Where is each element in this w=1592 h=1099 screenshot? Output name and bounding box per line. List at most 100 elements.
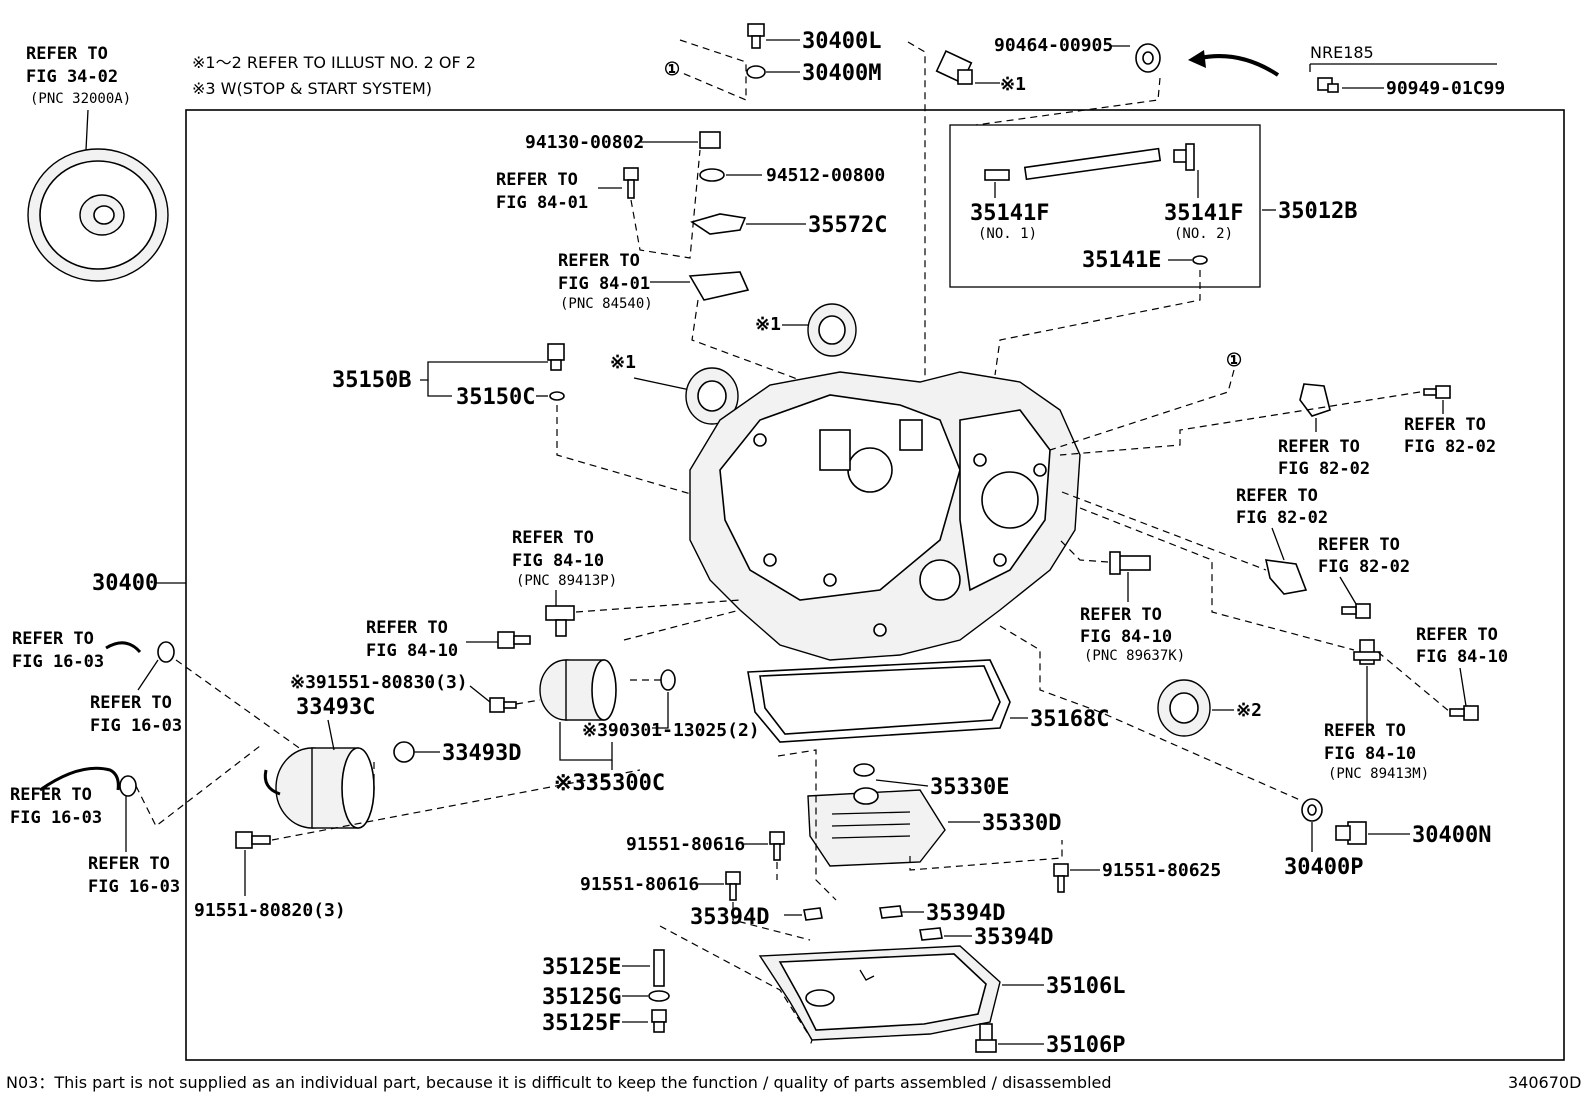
ref-16-03c-l1[interactable]: REFER TO	[10, 785, 92, 805]
ref-82-02d-l2[interactable]: FIG 82-02	[1318, 557, 1410, 577]
part-35141F-no1-sub: (NO. 1)	[978, 226, 1037, 242]
ref-82-02c-l1[interactable]: REFER TO	[1236, 486, 1318, 506]
clip-35394Db-icon	[879, 905, 903, 919]
part-35141F-no2[interactable]: 35141F	[1164, 201, 1243, 226]
circle-ref-1b: ①	[1226, 350, 1242, 371]
ref-84-10e-l1[interactable]: REFER TO	[1324, 721, 1406, 741]
ref-84-01b-l1[interactable]: REFER TO	[558, 251, 640, 271]
ref-16-03c-l2[interactable]: FIG 16-03	[10, 808, 102, 828]
part-90301-13025[interactable]: ※390301-13025(2)	[582, 720, 760, 741]
ref-pnc: (PNC 32000A)	[30, 91, 131, 107]
part-30400M[interactable]: 30400M	[802, 61, 881, 86]
bolt-91551-80830-icon	[489, 697, 517, 713]
part-35125E[interactable]: 35125E	[542, 955, 621, 980]
bolt-84-10d-icon	[1449, 705, 1479, 721]
part-30400L[interactable]: 30400L	[802, 29, 881, 54]
bolt-82-02d-icon	[1341, 603, 1371, 619]
part-30400[interactable]: 30400	[92, 571, 158, 596]
ref-84-01a-l1[interactable]: REFER TO	[496, 170, 578, 190]
part-91551-80616b[interactable]: 91551-80616	[580, 874, 699, 895]
sensor-89413M-icon	[1353, 639, 1381, 665]
part-35330D[interactable]: 35330D	[982, 811, 1061, 836]
ref-82-02a-l2[interactable]: FIG 82-02	[1278, 459, 1370, 479]
part-30400N[interactable]: 30400N	[1412, 823, 1491, 848]
ref-84-10a-pnc: (PNC 89413P)	[516, 573, 617, 589]
bolt-91551-80616b-icon	[725, 871, 741, 901]
strainer-35330D-icon	[807, 787, 946, 867]
ref-82-02a-l1[interactable]: REFER TO	[1278, 437, 1360, 457]
part-35394D-b[interactable]: 35394D	[926, 901, 1005, 926]
ref-16-03d-l2[interactable]: FIG 16-03	[88, 877, 180, 897]
ref-label: REFER TO	[26, 44, 108, 64]
part-90464-00905[interactable]: 90464-00905	[994, 35, 1113, 56]
ref-84-10b-l2[interactable]: FIG 84-10	[366, 641, 458, 661]
part-35300C[interactable]: ※335300C	[554, 771, 665, 796]
part-35150C[interactable]: 35150C	[456, 385, 535, 410]
ref-84-10d-l1[interactable]: REFER TO	[1416, 625, 1498, 645]
ref-82-02c-l2[interactable]: FIG 82-02	[1236, 508, 1328, 528]
part-94512-00800[interactable]: 94512-00800	[766, 165, 885, 186]
part-35141E[interactable]: 35141E	[1082, 248, 1161, 273]
hose-clamp-1-icon	[157, 641, 175, 663]
hose-2-icon	[39, 766, 120, 792]
ref-84-10c-l2[interactable]: FIG 84-10	[1080, 627, 1172, 647]
ref-84-10e-l2[interactable]: FIG 84-10	[1324, 744, 1416, 764]
part-33493D[interactable]: 33493D	[442, 741, 521, 766]
torque-converter-ref[interactable]: REFER TO FIG 34-02 (PNC 32000A)	[26, 44, 131, 107]
bracket-82-02a-icon	[1299, 383, 1331, 417]
part-91551-80616a[interactable]: 91551-80616	[626, 834, 745, 855]
ref-label: FIG 34-02	[26, 67, 118, 87]
ref-16-03b-l2[interactable]: FIG 16-03	[90, 716, 182, 736]
bolt-91551-80820-icon	[235, 831, 271, 849]
part-35106L[interactable]: 35106L	[1046, 974, 1125, 999]
torque-converter-icon	[27, 148, 169, 282]
part-35125F[interactable]: 35125F	[542, 1011, 621, 1036]
oil-pan-35106L-icon	[758, 945, 1001, 1041]
part-35150B[interactable]: 35150B	[332, 368, 411, 393]
ref-82-02b-l1[interactable]: REFER TO	[1404, 415, 1486, 435]
oil-seal-1-icon	[807, 303, 857, 357]
ref-84-10b-l1[interactable]: REFER TO	[366, 618, 448, 638]
part-35012B[interactable]: 35012B	[1278, 199, 1357, 224]
ref-84-10a-l1[interactable]: REFER TO	[512, 528, 594, 548]
footer-note: N03：This part is not supplied as an indi…	[6, 1073, 1112, 1092]
ref-16-03a-l2[interactable]: FIG 16-03	[12, 652, 104, 672]
ref-84-10c-l1[interactable]: REFER TO	[1080, 605, 1162, 625]
ref-84-01a-l2[interactable]: FIG 84-01	[496, 193, 588, 213]
part-35106P[interactable]: 35106P	[1046, 1033, 1125, 1058]
ref-84-01b-l2[interactable]: FIG 84-01	[558, 274, 650, 294]
part-35394D-c[interactable]: 35394D	[974, 925, 1053, 950]
pin-35125E-icon	[653, 949, 665, 987]
part-35572C[interactable]: 35572C	[808, 213, 887, 238]
part-33493C[interactable]: 33493C	[296, 695, 375, 720]
model-label: NRE185	[1310, 43, 1374, 62]
part-35394D-a[interactable]: 35394D	[690, 905, 769, 930]
mark-1-top: ※1	[1000, 74, 1026, 95]
ref-16-03d-l1[interactable]: REFER TO	[88, 854, 170, 874]
mark-1-seal-b: ※1	[610, 352, 636, 373]
ref-84-10d-l2[interactable]: FIG 84-10	[1416, 647, 1508, 667]
bracket-35572C-icon	[690, 213, 747, 235]
part-35330E[interactable]: 35330E	[930, 775, 1009, 800]
ref-82-02d-l1[interactable]: REFER TO	[1318, 535, 1400, 555]
part-91551-80830[interactable]: ※391551-80830(3)	[290, 672, 468, 693]
part-94130-00802[interactable]: 94130-00802	[525, 132, 644, 153]
shift-shaft-icon	[984, 143, 1195, 181]
ref-16-03a-l1[interactable]: REFER TO	[12, 629, 94, 649]
oil-seal-3-icon	[1157, 679, 1211, 737]
ref-16-03b-l1[interactable]: REFER TO	[90, 693, 172, 713]
assembly-frame	[185, 109, 1565, 1061]
ref-82-02b-l2[interactable]: FIG 82-02	[1404, 437, 1496, 457]
part-91551-80820[interactable]: 91551-80820(3)	[194, 900, 346, 921]
ref-84-10a-l2[interactable]: FIG 84-10	[512, 551, 604, 571]
part-35125G[interactable]: 35125G	[542, 985, 621, 1010]
part-30400P[interactable]: 30400P	[1284, 855, 1363, 880]
bolt-84-10b-icon	[497, 631, 531, 649]
part-35141F-no1[interactable]: 35141F	[970, 201, 1049, 226]
part-91551-80625[interactable]: 91551-80625	[1102, 860, 1221, 881]
bolt-30400L-icon	[747, 23, 765, 49]
ref-84-01b-pnc: (PNC 84540)	[560, 296, 653, 312]
note-line-2: ※3 W(STOP & START SYSTEM)	[192, 79, 432, 98]
part-90949-01C99[interactable]: 90949-01C99	[1386, 78, 1505, 99]
